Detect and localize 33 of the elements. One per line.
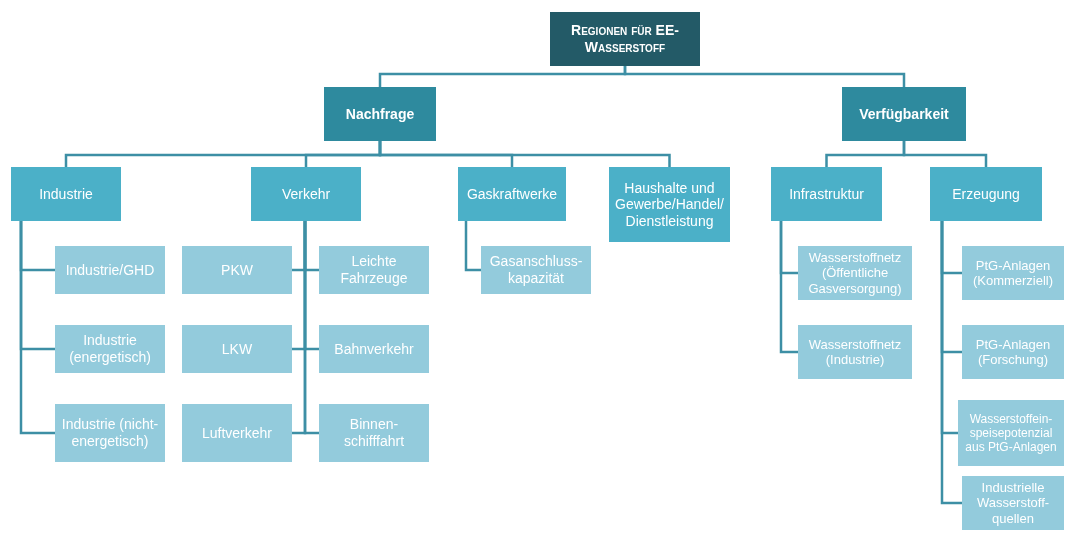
topic-box: Haushalte und Gewerbe/Handel/ Dienstleistung <box>609 167 730 242</box>
category-box: Verfügbarkeit <box>842 87 966 141</box>
topic-box: Industrie <box>11 167 121 221</box>
item-box: Luftverkehr <box>182 404 292 462</box>
item-box: Binnen- schifffahrt <box>319 404 429 462</box>
item-box: Industrielle Wasserstoff- quellen <box>962 476 1064 530</box>
item-box: PtG-Anlagen (Forschung) <box>962 325 1064 379</box>
item-box: PKW <box>182 246 292 294</box>
item-box: Gasanschluss- kapazität <box>481 246 591 294</box>
topic-box: Infrastruktur <box>771 167 882 221</box>
item-box: Wasserstoffnetz (Öffentliche Gasversorgung) <box>798 246 912 300</box>
item-box: Industrie/GHD <box>55 246 165 294</box>
item-box: Industrie (nicht- energetisch) <box>55 404 165 462</box>
connector-line <box>902 141 988 167</box>
topic-box: Verkehr <box>251 167 361 221</box>
connector-line <box>779 221 798 354</box>
connector-line <box>19 221 55 435</box>
connector-line <box>464 221 481 272</box>
connector-line <box>378 141 671 167</box>
item-box: Wasserstoffein- speisepotenzial aus PtG-Anlagen <box>958 400 1064 466</box>
category-box: Nachfrage <box>324 87 436 141</box>
title-box: Regionen für EE-Wasserstoff <box>550 12 700 66</box>
connector-line <box>940 221 962 505</box>
item-box: Industrie (energetisch) <box>55 325 165 373</box>
item-box: Wasserstoffnetz (Industrie) <box>798 325 912 379</box>
item-box: Bahnverkehr <box>319 325 429 373</box>
topic-box: Gaskraftwerke <box>458 167 566 221</box>
connector-line <box>303 221 319 435</box>
item-box: PtG-Anlagen (Kommerziell) <box>962 246 1064 300</box>
item-box: Leichte Fahrzeuge <box>319 246 429 294</box>
topic-box: Erzeugung <box>930 167 1042 221</box>
connector-line <box>623 66 906 87</box>
item-box: LKW <box>182 325 292 373</box>
